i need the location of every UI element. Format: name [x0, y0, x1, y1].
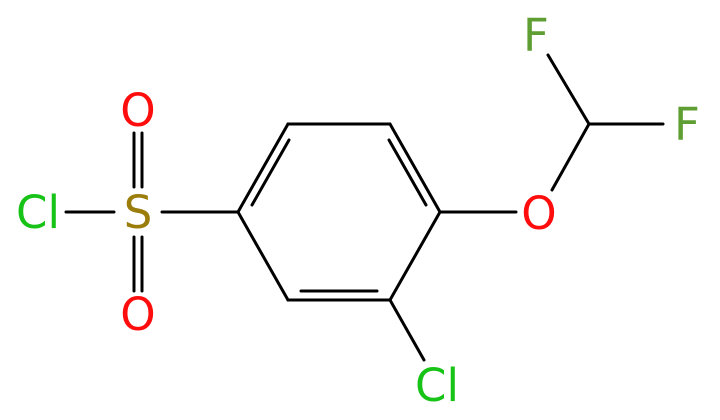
- atom-label-cl-sulfonyl: Cl: [16, 186, 60, 239]
- atom-label-cl-ring: Cl: [415, 359, 459, 412]
- atom-label-f-right: F: [674, 98, 700, 151]
- bond-c-f-top: [546, 53, 591, 126]
- ring-bond-c1-c2-inner: [250, 138, 291, 207]
- ring-bond-c4-c5: [388, 210, 442, 302]
- atom-label-o-bottom: O: [120, 288, 155, 341]
- atom-label-sulfur: S: [124, 186, 153, 239]
- atom-label-o-top: O: [120, 84, 155, 137]
- atom-label-o-ether: O: [521, 187, 556, 240]
- bond-o-chf2: [550, 122, 591, 192]
- ring-bond-c3-c4: [388, 122, 442, 214]
- ring-bond-c3-c4-inner: [387, 138, 428, 207]
- bond-ring-cl: [388, 298, 426, 362]
- ring-bond-c6-c1: [236, 210, 290, 302]
- ring-bond-c1-c2: [236, 122, 290, 214]
- atom-label-f-top: F: [523, 9, 549, 62]
